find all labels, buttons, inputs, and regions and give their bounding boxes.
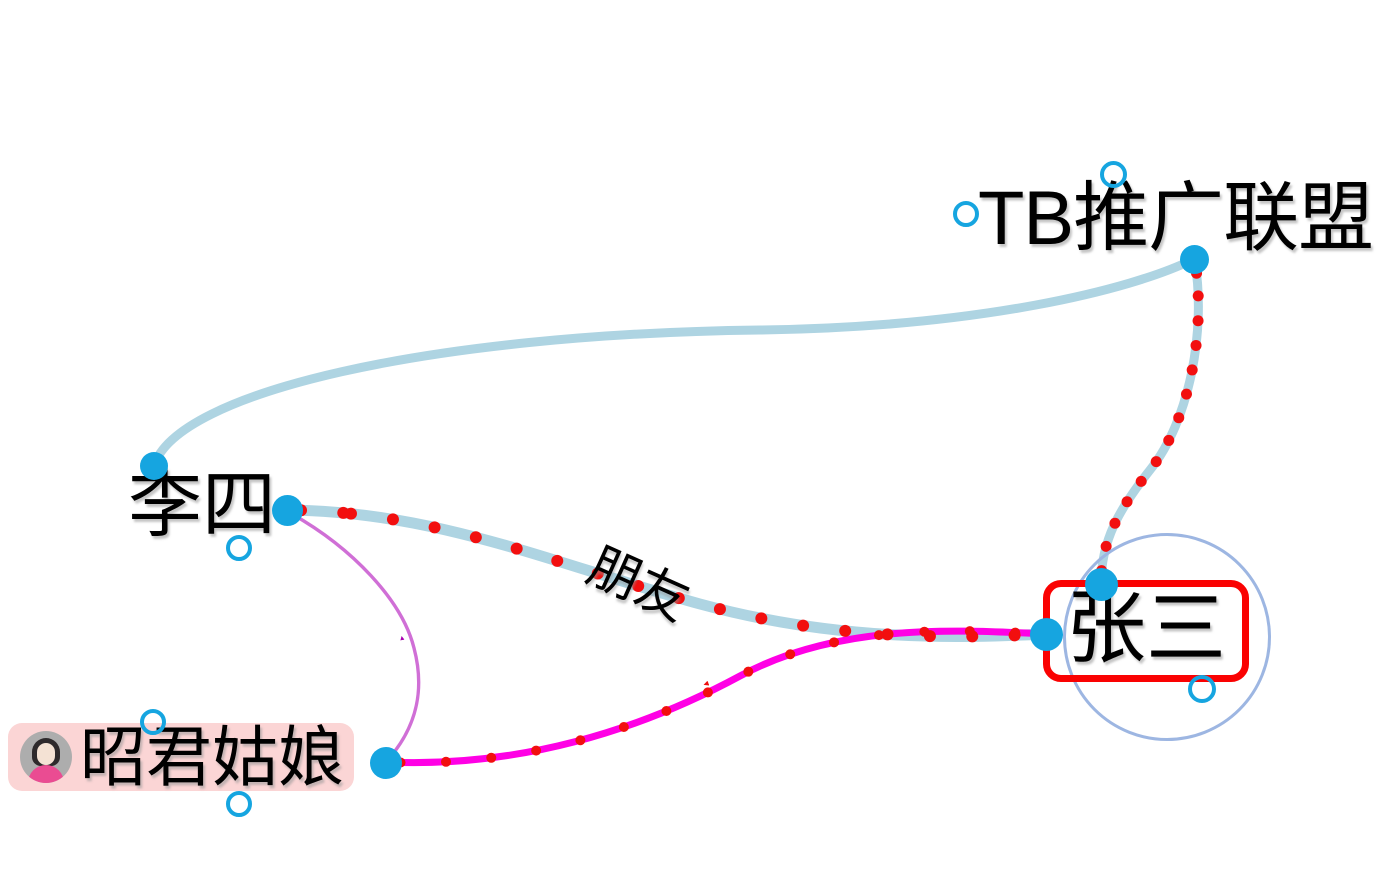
anchor-dot-zhaojun-right[interactable] [370, 747, 402, 779]
female-user-avatar-icon [20, 731, 72, 783]
anchor-dot-lisi-right[interactable] [272, 495, 303, 526]
graph-node-tb[interactable]: TB推广联盟 [978, 181, 1373, 257]
resize-handle-zhaojun-bottom[interactable] [226, 791, 252, 817]
anchor-dot-zhangsan-left[interactable] [1030, 618, 1063, 651]
anchor-dot-lisi-top[interactable] [140, 452, 168, 480]
edge-zhaojun-lisi-arrow [402, 638, 408, 668]
anchor-dot-tb-bottom[interactable] [1180, 245, 1209, 274]
graph-node-zhangsan[interactable]: 张三 [1043, 580, 1249, 682]
flow-dots-zhaojun-zhangsan [385, 626, 1010, 767]
avatar-body [28, 765, 64, 783]
graph-node-zhaojun[interactable]: 昭君姑娘 [8, 723, 354, 791]
resize-handle-lisi-bottom[interactable] [226, 535, 252, 561]
node-label-zhaojun: 昭君姑娘 [80, 724, 344, 790]
resize-handle-tb-left[interactable] [953, 201, 979, 227]
node-label-tb: TB推广联盟 [978, 181, 1373, 257]
edge-lisi-tb[interactable] [154, 260, 1192, 466]
resize-handle-zhangsan-bottom[interactable] [1188, 675, 1216, 703]
resize-handle-tb-top[interactable] [1100, 161, 1127, 188]
edge-zhaojun-zhangsan[interactable] [386, 631, 1046, 763]
anchor-dot-zhangsan-top[interactable] [1085, 568, 1118, 601]
resize-handle-zhaojun-top[interactable] [140, 709, 166, 735]
node-label-zhangsan: 张三 [1066, 589, 1226, 669]
avatar-face [37, 743, 55, 765]
